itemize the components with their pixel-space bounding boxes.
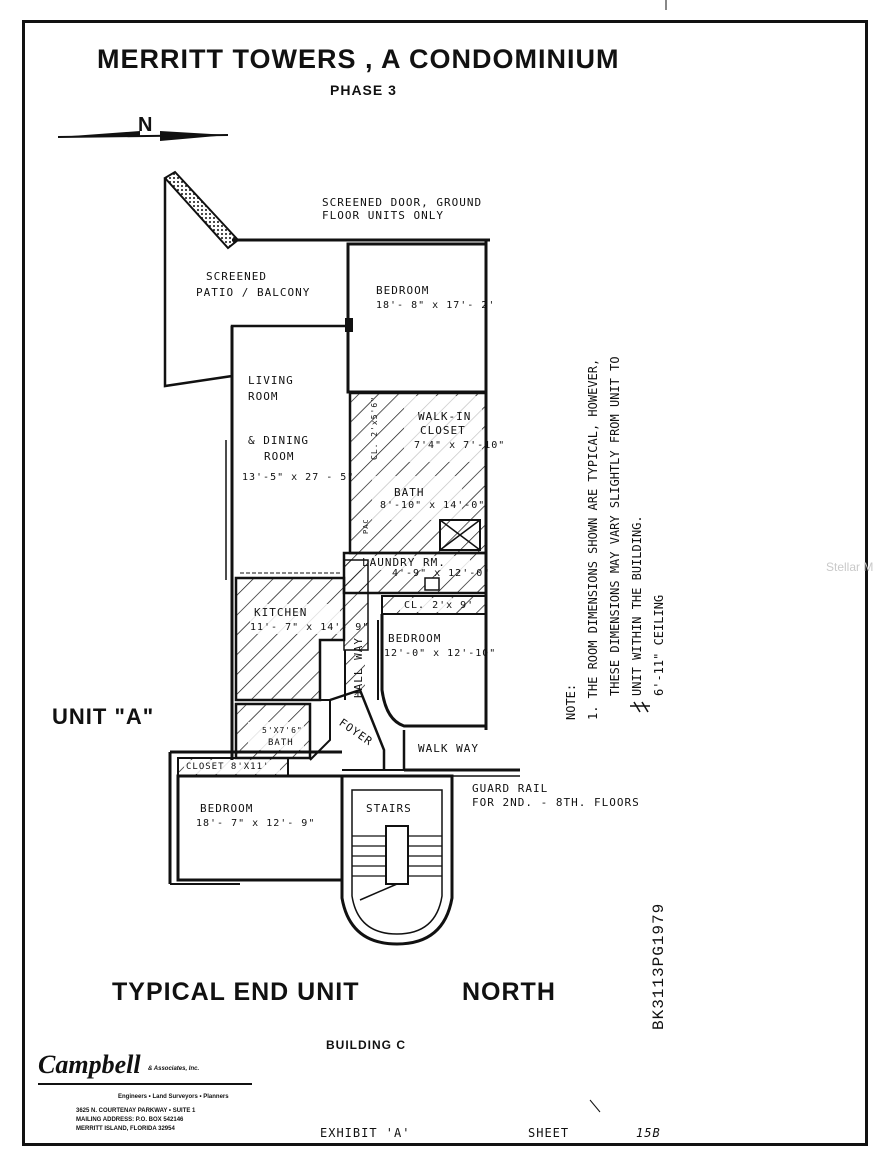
- typical-end-unit-label: TYPICAL END UNIT: [112, 978, 360, 1006]
- walkin-closet-label-2: CLOSET: [420, 424, 466, 437]
- screened-door-note-2: FLOOR UNITS ONLY: [322, 209, 444, 222]
- laundry-size: 4'-9" x 12'-0": [392, 568, 491, 579]
- bath-2-name: BATH: [268, 738, 294, 748]
- sheet-label: SHEET: [528, 1126, 570, 1140]
- patio-label-2: PATIO / BALCONY: [196, 286, 311, 299]
- unit-label: UNIT "A": [52, 704, 155, 729]
- pac-label: PAC: [362, 518, 370, 534]
- kitchen-size: 11'- 7" x 14'- 9": [250, 622, 370, 633]
- phase-label: PHASE 3: [330, 82, 397, 98]
- walkin-closet-label-1: WALK-IN: [418, 410, 472, 423]
- guard-rail-note-1: GUARD RAIL: [472, 782, 549, 795]
- closet-3-label: CLOSET 8'X11': [186, 762, 270, 772]
- laundry-name: LAUNDRY RM.: [362, 556, 446, 569]
- document-title: MERRITT TOWERS , A CONDOMINIUM: [97, 44, 620, 74]
- company-suffix: & Associates, Inc.: [148, 1066, 200, 1072]
- company-address-1: 3625 N. COURTENAY PARKWAY • SUITE 1: [76, 1108, 196, 1114]
- screened-door-note-1: SCREENED DOOR, GROUND: [322, 196, 483, 209]
- company-logo: Campbell: [38, 1050, 141, 1079]
- bedroom-3-name: BEDROOM: [200, 802, 254, 815]
- patio-label-1: SCREENED: [206, 270, 267, 283]
- bedroom-1-outline: [346, 242, 488, 394]
- north-label: NORTH: [462, 978, 556, 1006]
- sheet-number: 15B: [636, 1126, 661, 1140]
- bedroom-3-size: 18'- 7" x 12'- 9": [196, 818, 316, 829]
- living-label-2: ROOM: [248, 390, 279, 403]
- closet-2-label: CL. 2'x 9': [404, 600, 475, 611]
- walkin-closet-size: 7'4" x 7'-10": [414, 440, 506, 451]
- kitchen-name: KITCHEN: [254, 606, 308, 619]
- living-label-4: ROOM: [264, 450, 295, 463]
- bedroom-2-name: BEDROOM: [388, 632, 442, 645]
- watermark-text: Stellar M: [826, 560, 874, 574]
- note-line-2: THESE DIMENSIONS MAY VARY SLIGHTLY FROM …: [608, 356, 622, 696]
- logo-rule: [38, 1083, 252, 1085]
- walkway-label: WALK WAY: [418, 742, 479, 755]
- small-closet-label: CL. 2'x5'6": [370, 396, 379, 460]
- north-marker: N: [138, 114, 154, 136]
- company-tagline: Engineers • Land Surveyors • Planners: [118, 1094, 229, 1100]
- bedroom-1-name: BEDROOM: [376, 284, 430, 297]
- company-address-2: MAILING ADDRESS: P.O. BOX 542146: [76, 1117, 184, 1123]
- book-page-reference: BK3113PG1979: [650, 902, 668, 1030]
- stair-tower: [340, 774, 454, 946]
- drawing-border: [22, 20, 868, 1146]
- hallway-label: HALL WAY: [352, 637, 365, 698]
- bath-2-size: 5'X7'6": [262, 726, 303, 735]
- bath-1-size: 8'-10" x 14'-0": [380, 500, 486, 511]
- dimension-note: NOTE: 1. THE ROOM DIMENSIONS SHOWN ARE T…: [560, 356, 670, 720]
- living-label-3: & DINING: [248, 434, 309, 447]
- note-line-4: 6'-11" CEILING: [652, 594, 666, 696]
- building-label: BUILDING C: [326, 1038, 406, 1052]
- patio-wall: [163, 170, 240, 250]
- exhibit-label: EXHIBIT 'A': [320, 1126, 411, 1140]
- ceiling-hatch-icon: [630, 701, 650, 713]
- living-size: 13'-5" x 27 - 5": [242, 472, 355, 483]
- kitchen-block: [234, 576, 346, 702]
- note-line-3: UNIT WITHIN THE BUILDING.: [630, 515, 644, 696]
- stairs-label: STAIRS: [366, 802, 412, 815]
- bedroom-1-size: 18'- 8" x 17'- 2': [376, 300, 496, 311]
- note-heading: NOTE:: [564, 683, 578, 720]
- north-arrow-icon: [57, 131, 229, 141]
- guard-rail-note-2: FOR 2ND. - 8TH. FLOORS: [472, 796, 640, 809]
- bath-1-name: BATH: [394, 486, 425, 499]
- note-line-1: 1. THE ROOM DIMENSIONS SHOWN ARE TYPICAL…: [586, 358, 600, 720]
- living-label-1: LIVING: [248, 374, 294, 387]
- company-address-3: MERRITT ISLAND, FLORIDA 32954: [76, 1126, 175, 1132]
- bedroom-2-size: 12'-0" x 12'-10": [384, 648, 497, 659]
